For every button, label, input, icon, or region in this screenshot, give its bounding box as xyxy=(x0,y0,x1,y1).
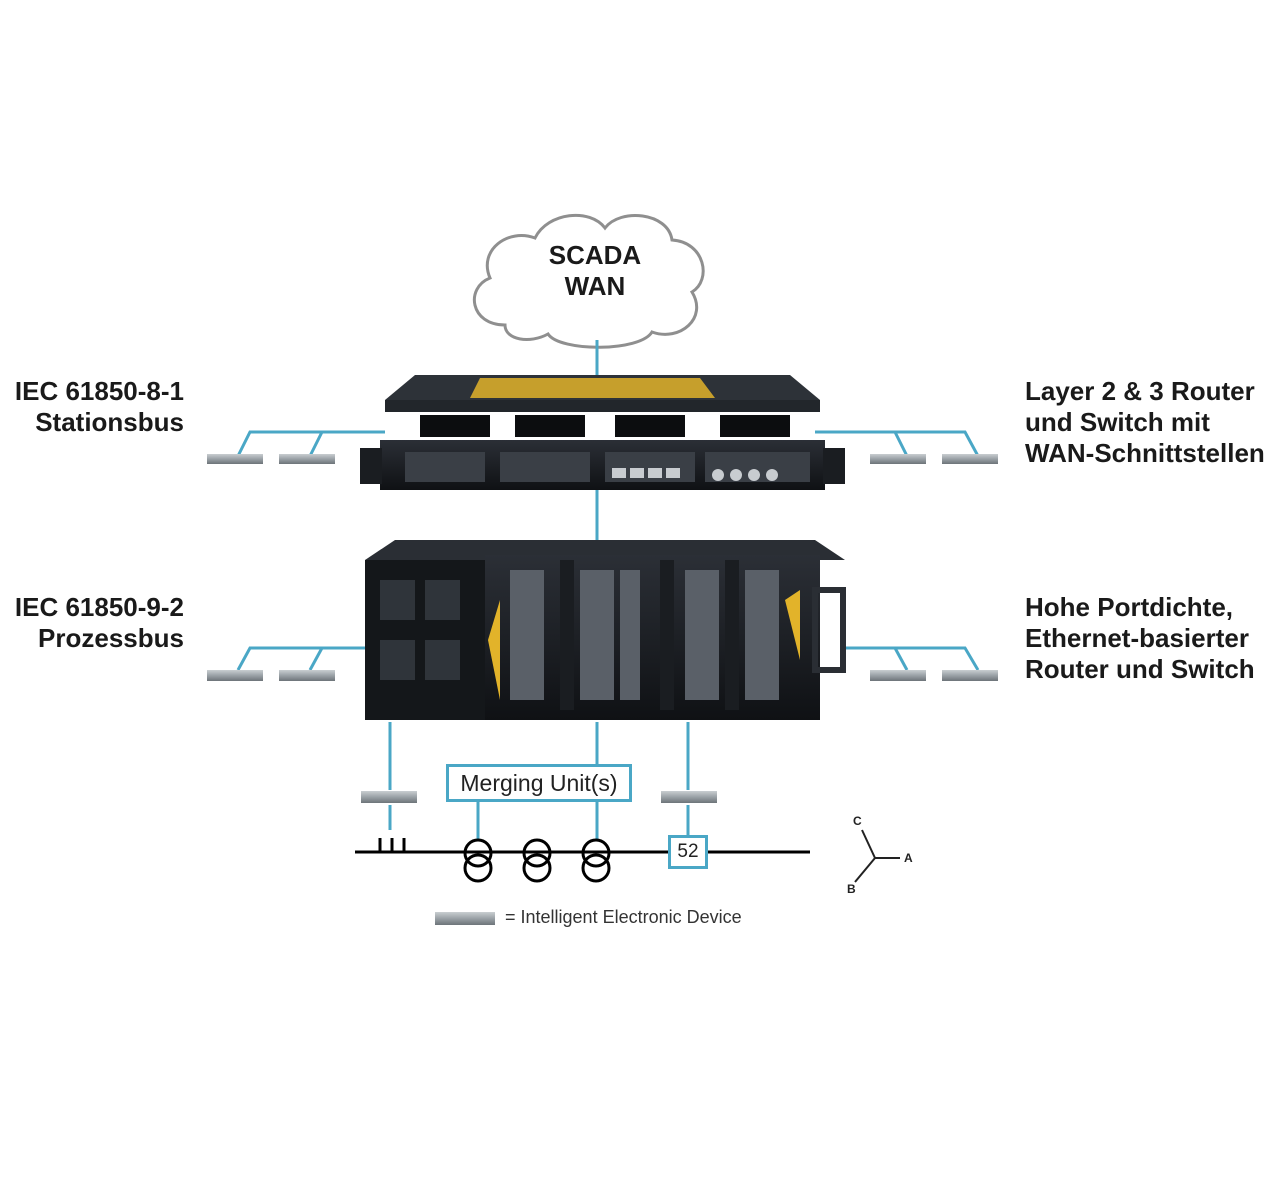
station-bus-label: IEC 61850-8-1 Stationsbus xyxy=(14,376,184,437)
router-label: Layer 2 & 3 Router und Switch mit WAN-Sc… xyxy=(1025,376,1265,468)
phase-label-c: C xyxy=(853,814,862,828)
phase-rotation-symbol xyxy=(854,829,900,883)
scada-wan-label: SCADA WAN xyxy=(548,240,642,301)
high-density-switch-label: Hohe Portdichte, Ethernet-basierter Rout… xyxy=(1025,592,1255,684)
process-bus-label: IEC 61850-9-2 Prozessbus xyxy=(14,592,184,653)
merging-unit-box: Merging Unit(s) xyxy=(446,764,632,802)
layer3-router-device xyxy=(360,375,845,490)
phase-label-b: B xyxy=(847,882,856,896)
process-bus-links xyxy=(236,646,980,840)
ied-legend-icon xyxy=(435,912,495,925)
intelligent-electronic-devices xyxy=(207,454,998,803)
legend-text: = Intelligent Electronic Device xyxy=(505,907,742,927)
station-bus-links xyxy=(236,430,980,457)
modular-switch-chassis xyxy=(365,540,846,720)
circuit-breaker-52: 52 xyxy=(668,835,708,869)
scada-wan-cloud xyxy=(472,213,705,349)
primary-busbar xyxy=(355,838,810,883)
phase-label-a: A xyxy=(904,851,913,865)
